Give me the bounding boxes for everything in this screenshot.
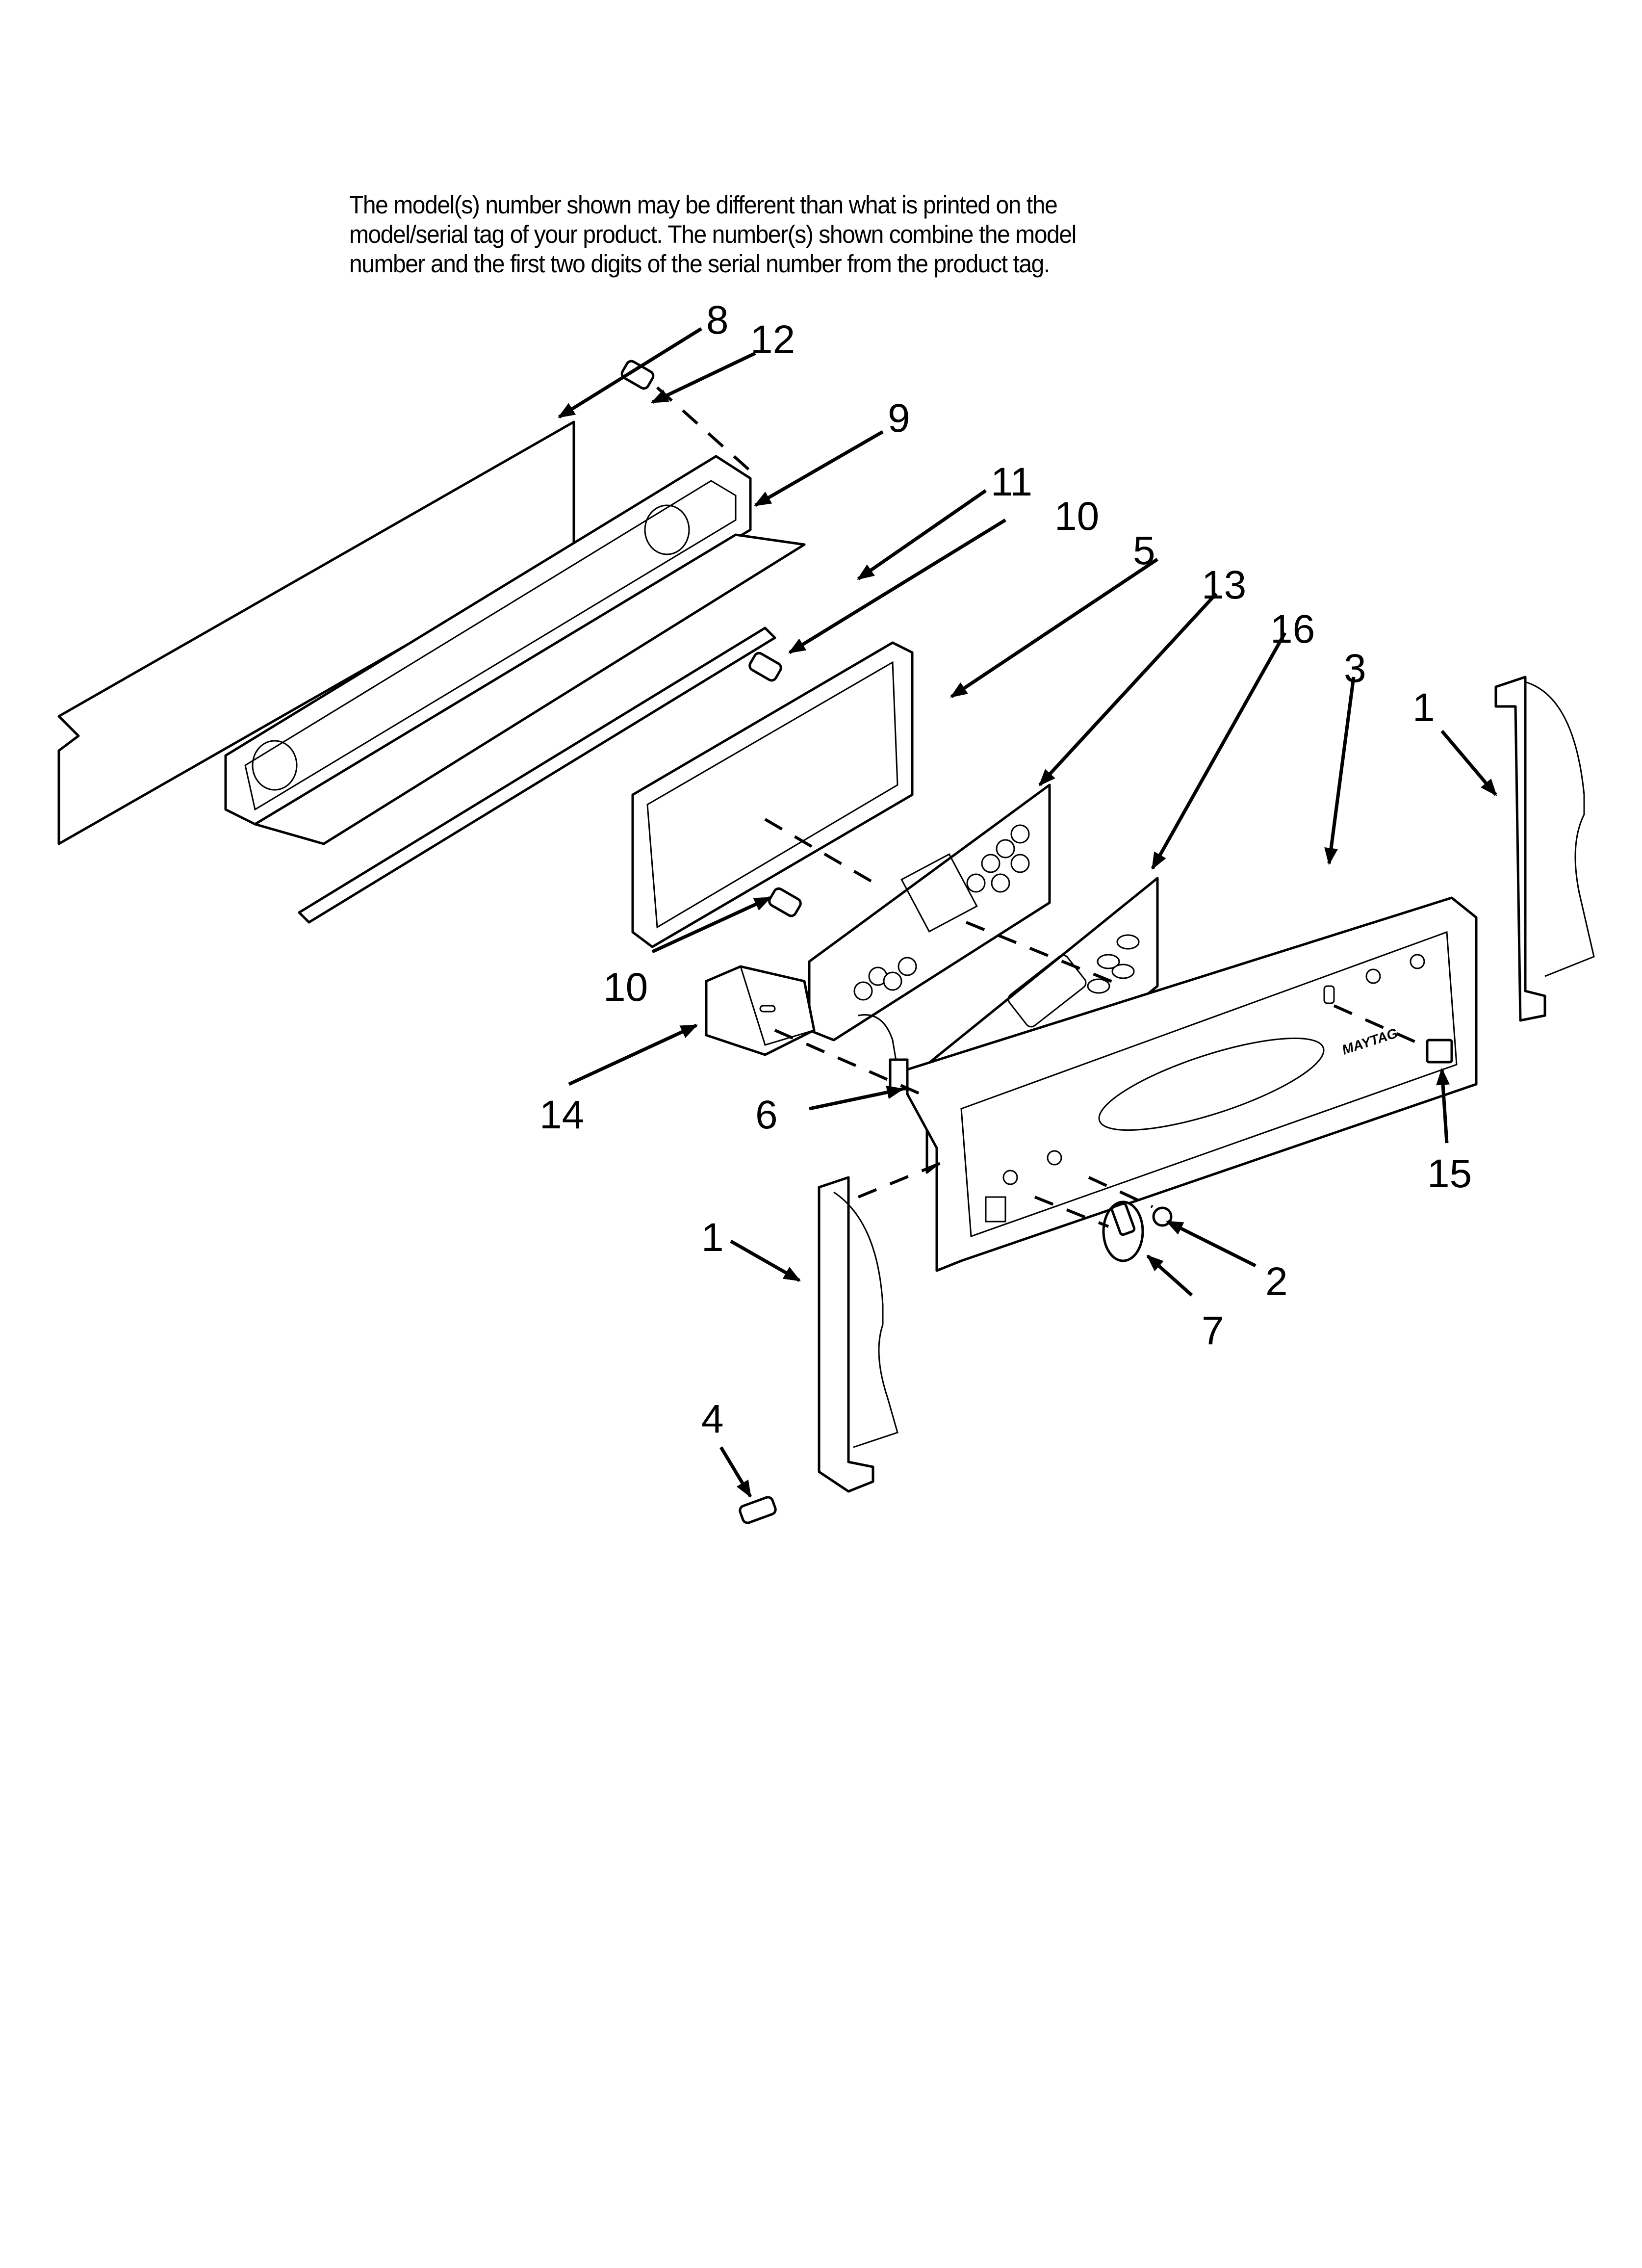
callout-15: 15 — [1427, 1151, 1472, 1196]
callout-10-lower: 10 — [603, 965, 648, 1010]
part-5-control-bracket[interactable] — [631, 641, 914, 948]
callout-labels: 8 12 9 11 10 5 13 16 3 1 10 14 6 15 1 2 … — [539, 298, 1472, 1441]
part-3-control-panel[interactable]: MAYTAG — [906, 896, 1478, 1272]
part-11-trim-strip[interactable] — [298, 626, 776, 924]
part-4-screw[interactable] — [739, 1496, 777, 1524]
part-7-control-knob[interactable] — [1102, 1200, 1144, 1262]
part-10-screw-lower[interactable] — [768, 887, 802, 918]
part-15-rocker-switch[interactable] — [1333, 1004, 1453, 1064]
part-6-wire-harness[interactable] — [858, 1014, 909, 1091]
callout-1-left: 1 — [701, 1215, 724, 1260]
callout-12: 12 — [750, 317, 795, 362]
notice-line-1: The model(s) number shown may be differe… — [349, 191, 1058, 219]
callout-11: 11 — [991, 460, 1032, 504]
notice-line-2: model/serial tag of your product. The nu… — [349, 220, 1077, 248]
part-14-infinite-switch[interactable] — [705, 965, 816, 1056]
callout-14: 14 — [539, 1093, 584, 1137]
callout-2: 2 — [1265, 1259, 1288, 1304]
part-12-screw[interactable] — [620, 360, 752, 472]
callout-3: 3 — [1344, 646, 1366, 691]
callout-5: 5 — [1133, 528, 1155, 573]
callout-7: 7 — [1202, 1308, 1224, 1353]
alignment-lines — [764, 818, 1154, 1228]
part-8-rear-cover[interactable] — [57, 420, 575, 845]
model-number-notice: The model(s) number shown may be differe… — [349, 190, 1271, 279]
part-1-right-bracket[interactable] — [1494, 676, 1595, 1022]
part-9-backguard-panel[interactable] — [224, 455, 806, 845]
callout-9: 9 — [888, 396, 910, 441]
leader-lines — [558, 327, 1497, 1498]
callout-6: 6 — [755, 1093, 778, 1137]
notice-line-3: number and the first two digits of the s… — [349, 250, 1050, 278]
callout-10-upper: 10 — [1054, 494, 1099, 539]
part-13-control-board[interactable] — [808, 783, 1051, 1042]
part-10-screw-upper[interactable] — [748, 652, 783, 682]
callout-13: 13 — [1202, 563, 1246, 607]
callout-8: 8 — [706, 298, 729, 342]
callout-4: 4 — [701, 1397, 724, 1441]
callout-16: 16 — [1270, 607, 1315, 652]
part-1-left-bracket[interactable] — [818, 1176, 898, 1493]
callout-1-right: 1 — [1412, 685, 1435, 730]
